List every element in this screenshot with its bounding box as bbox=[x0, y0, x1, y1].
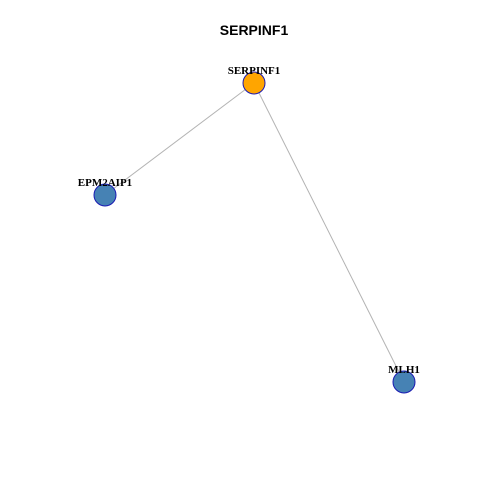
node-epm2aip1 bbox=[93, 183, 117, 207]
node-label-serpinf1: SERPINF1 bbox=[228, 65, 281, 77]
nodes-layer bbox=[93, 71, 416, 394]
plot-title: SERPINF1 bbox=[220, 22, 289, 38]
node-mlh1 bbox=[392, 370, 416, 394]
edge-serpinf1-epm2aip1 bbox=[104, 82, 255, 196]
node-serpinf1 bbox=[242, 71, 266, 95]
edges-layer bbox=[104, 82, 405, 383]
edge-serpinf1-mlh1 bbox=[253, 82, 405, 383]
node-label-epm2aip1: EPM2AIP1 bbox=[78, 177, 132, 189]
node-label-mlh1: MLH1 bbox=[388, 364, 420, 376]
